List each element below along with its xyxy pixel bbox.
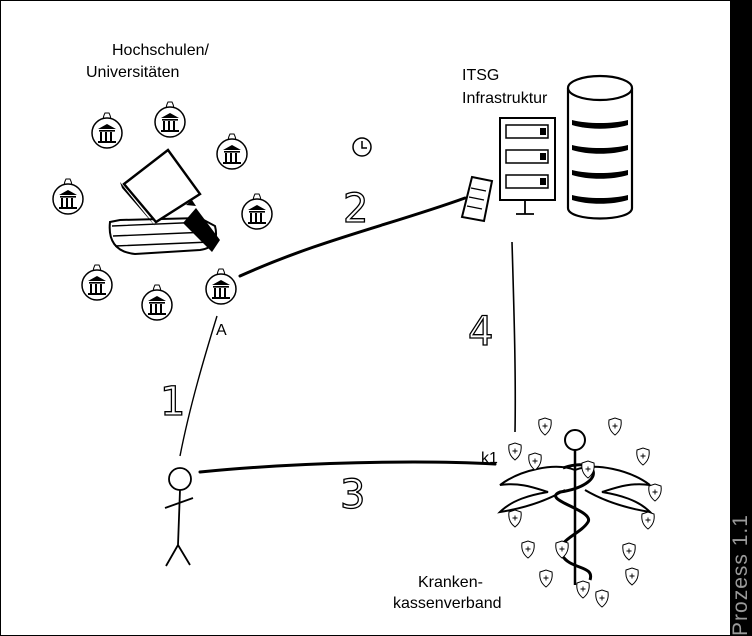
- university-icon: [205, 268, 237, 305]
- person-icon: [164, 467, 194, 567]
- connector-line-2: [238, 196, 467, 278]
- shield-icon: [538, 417, 552, 436]
- connector-line-1: [179, 315, 218, 457]
- process-diagram: 1 2 3 4 Hochschulen/ Universitäten A ITS…: [52, 42, 662, 612]
- shield-icon: [576, 580, 590, 599]
- step-number: 4: [468, 309, 493, 355]
- document-icon: [460, 175, 494, 223]
- itsg-label: ITSG: [462, 67, 499, 84]
- database-icon: [566, 74, 634, 220]
- clock-icon: [352, 137, 372, 157]
- university-icon: [216, 133, 248, 170]
- server-rack-icon: [499, 117, 556, 215]
- hochschulen-label: Universitäten: [86, 64, 179, 81]
- shield-icon: [641, 511, 655, 530]
- connector-line-3: [198, 460, 497, 474]
- shield-icon: [608, 417, 622, 436]
- university-icon: [141, 284, 173, 321]
- process-label: Prozess 1.1: [729, 514, 752, 636]
- university-icon: [241, 193, 273, 230]
- shield-icon: [508, 442, 522, 461]
- node-label-k1: k1: [481, 450, 498, 467]
- university-icon: [154, 101, 186, 138]
- shield-icon: [625, 567, 639, 586]
- step-number: 2: [343, 186, 368, 232]
- step-number: 3: [340, 472, 365, 518]
- shield-icon: [555, 540, 569, 559]
- step-number: 1: [160, 379, 185, 425]
- connector-line-4: [511, 241, 517, 433]
- krankenkasse-label: Kranken-: [418, 574, 483, 591]
- krankenkasse-label: kassenverband: [393, 595, 502, 612]
- hochschulen-label: Hochschulen/: [112, 42, 210, 59]
- sidebar-strip: [730, 0, 752, 636]
- shield-icon: [622, 542, 636, 561]
- shield-icon: [528, 452, 542, 471]
- caduceus-icon: [497, 429, 653, 585]
- shield-icon: [636, 447, 650, 466]
- book-stack-icon: [108, 148, 220, 256]
- shield-icon: [508, 509, 522, 528]
- university-icon: [91, 112, 123, 149]
- shield-icon: [595, 589, 609, 608]
- university-icon: [81, 264, 113, 301]
- shield-icon: [648, 483, 662, 502]
- university-icon: [52, 178, 84, 215]
- shield-icon: [521, 540, 535, 559]
- itsg-label: Infrastruktur: [462, 90, 548, 107]
- node-label-a: A: [216, 322, 227, 339]
- shield-icon: [539, 569, 553, 588]
